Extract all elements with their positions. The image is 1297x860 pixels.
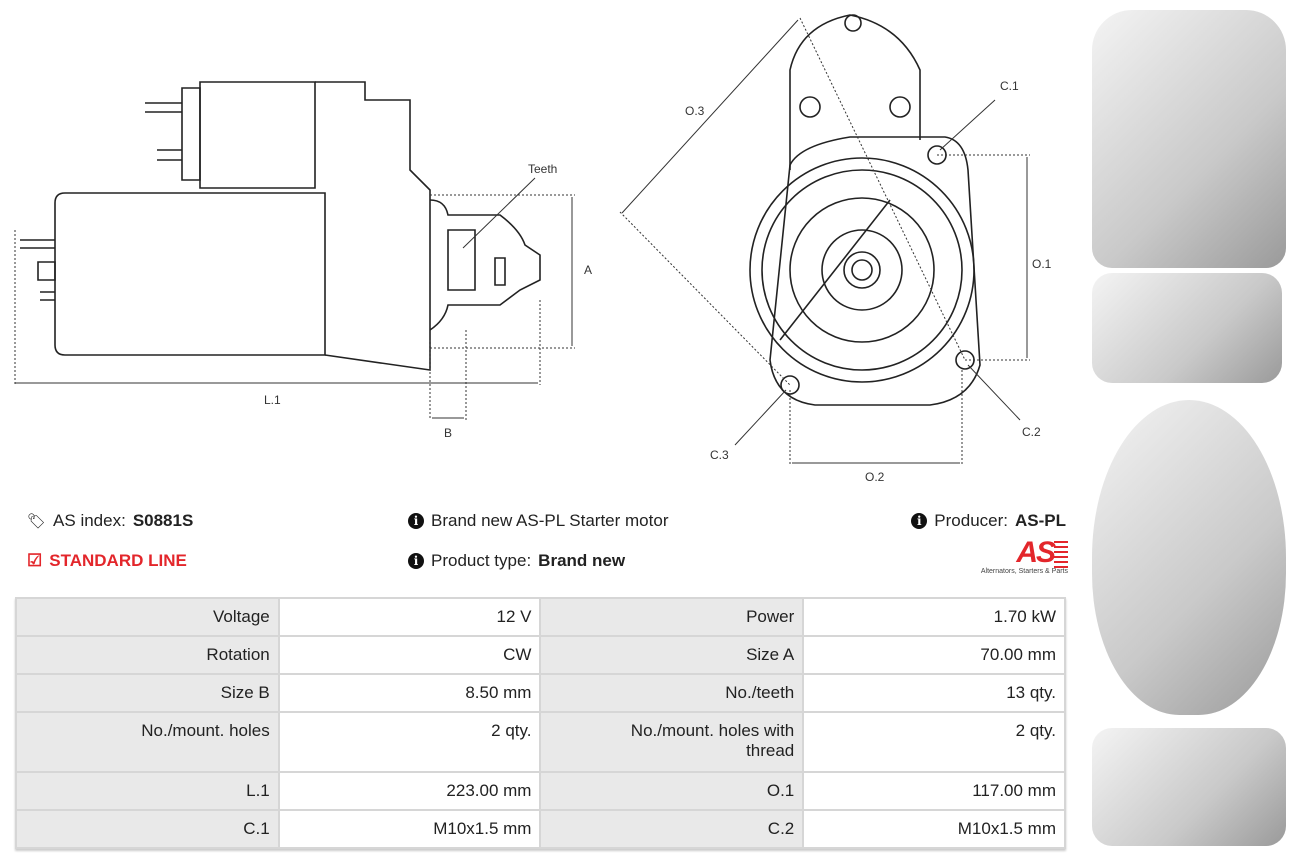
spec-value: CW [277, 635, 542, 675]
spec-label: C.1 [15, 809, 280, 849]
dim-c1-label: C.1 [1000, 79, 1019, 93]
spec-value: M10x1.5 mm [802, 809, 1066, 849]
producer-label: Producer: [934, 511, 1008, 530]
spec-label: No./mount. holes with thread [539, 711, 805, 773]
logo-mark: AS [966, 538, 1068, 568]
dim-l1-label: L.1 [264, 393, 281, 407]
spec-value: M10x1.5 mm [277, 809, 542, 849]
spec-value: 223.00 mm [277, 771, 542, 811]
spec-label: Voltage [15, 597, 280, 637]
spec-value: 117.00 mm [802, 771, 1066, 811]
spec-value: 2 qty. [802, 711, 1066, 773]
as-index-label: AS index: [53, 511, 126, 530]
spec-label: Power [539, 597, 805, 637]
info-icon: i [911, 513, 928, 529]
spec-label: Rotation [15, 635, 280, 675]
side-view-drawing: Teeth A L.1 B [14, 81, 592, 440]
product-type-value: Brand new [538, 551, 626, 570]
description-text: Brand new AS-PL Starter motor [431, 511, 669, 530]
dim-b-label: B [444, 426, 452, 440]
teeth-label: Teeth [528, 162, 557, 176]
info-icon: i [408, 553, 424, 569]
description: i Brand new AS-PL Starter motor [408, 511, 668, 531]
tags-icon: 🏷︎ [27, 513, 47, 530]
front-view-drawing: O.3 C.1 O.1 C.2 C.3 O.2 [619, 14, 1052, 484]
as-index-value: S0881S [132, 511, 194, 530]
spec-label: No./mount. holes [15, 711, 280, 773]
spec-label: O.1 [539, 771, 805, 811]
standard-line-badge: ☑ STANDARD LINE [27, 551, 187, 571]
spec-value: 8.50 mm [277, 673, 542, 713]
spec-value: 1.70 kW [802, 597, 1066, 637]
dim-a-label: A [584, 263, 592, 277]
product-photo-top[interactable] [1092, 728, 1286, 846]
product-type: i Product type: Brand new [408, 551, 625, 571]
product-type-label: Product type: [431, 551, 532, 570]
dim-c2-label: C.2 [1022, 425, 1041, 439]
product-photo-rear[interactable] [1092, 400, 1286, 715]
spec-label: Size A [539, 635, 805, 675]
spec-value: 70.00 mm [802, 635, 1066, 675]
as-index: 🏷︎ AS index: S0881S [27, 511, 193, 531]
dim-o3-label: O.3 [685, 104, 705, 118]
spec-label: Size B [15, 673, 280, 713]
spec-label: No./teeth [539, 673, 805, 713]
producer-value: AS-PL [1015, 511, 1066, 530]
check-square-icon: ☑ [27, 551, 43, 570]
product-photo-front[interactable] [1092, 10, 1286, 268]
logo-tagline: Alternators, Starters & Parts [980, 568, 1068, 575]
producer: i Producer: AS-PL [911, 511, 1066, 531]
spec-label: L.1 [15, 771, 280, 811]
line-label: STANDARD LINE [49, 551, 187, 570]
spec-label: C.2 [539, 809, 805, 849]
spec-value: 2 qty. [277, 711, 542, 773]
info-icon: i [408, 513, 424, 529]
dim-c3-label: C.3 [710, 448, 729, 462]
dim-o2-label: O.2 [865, 470, 885, 484]
product-photo-side[interactable] [1092, 273, 1282, 383]
as-pl-logo: AS Alternators, Starters & Parts [966, 538, 1068, 575]
spec-value: 12 V [277, 597, 542, 637]
spec-value: 13 qty. [802, 673, 1066, 713]
dim-o1-label: O.1 [1032, 257, 1052, 271]
